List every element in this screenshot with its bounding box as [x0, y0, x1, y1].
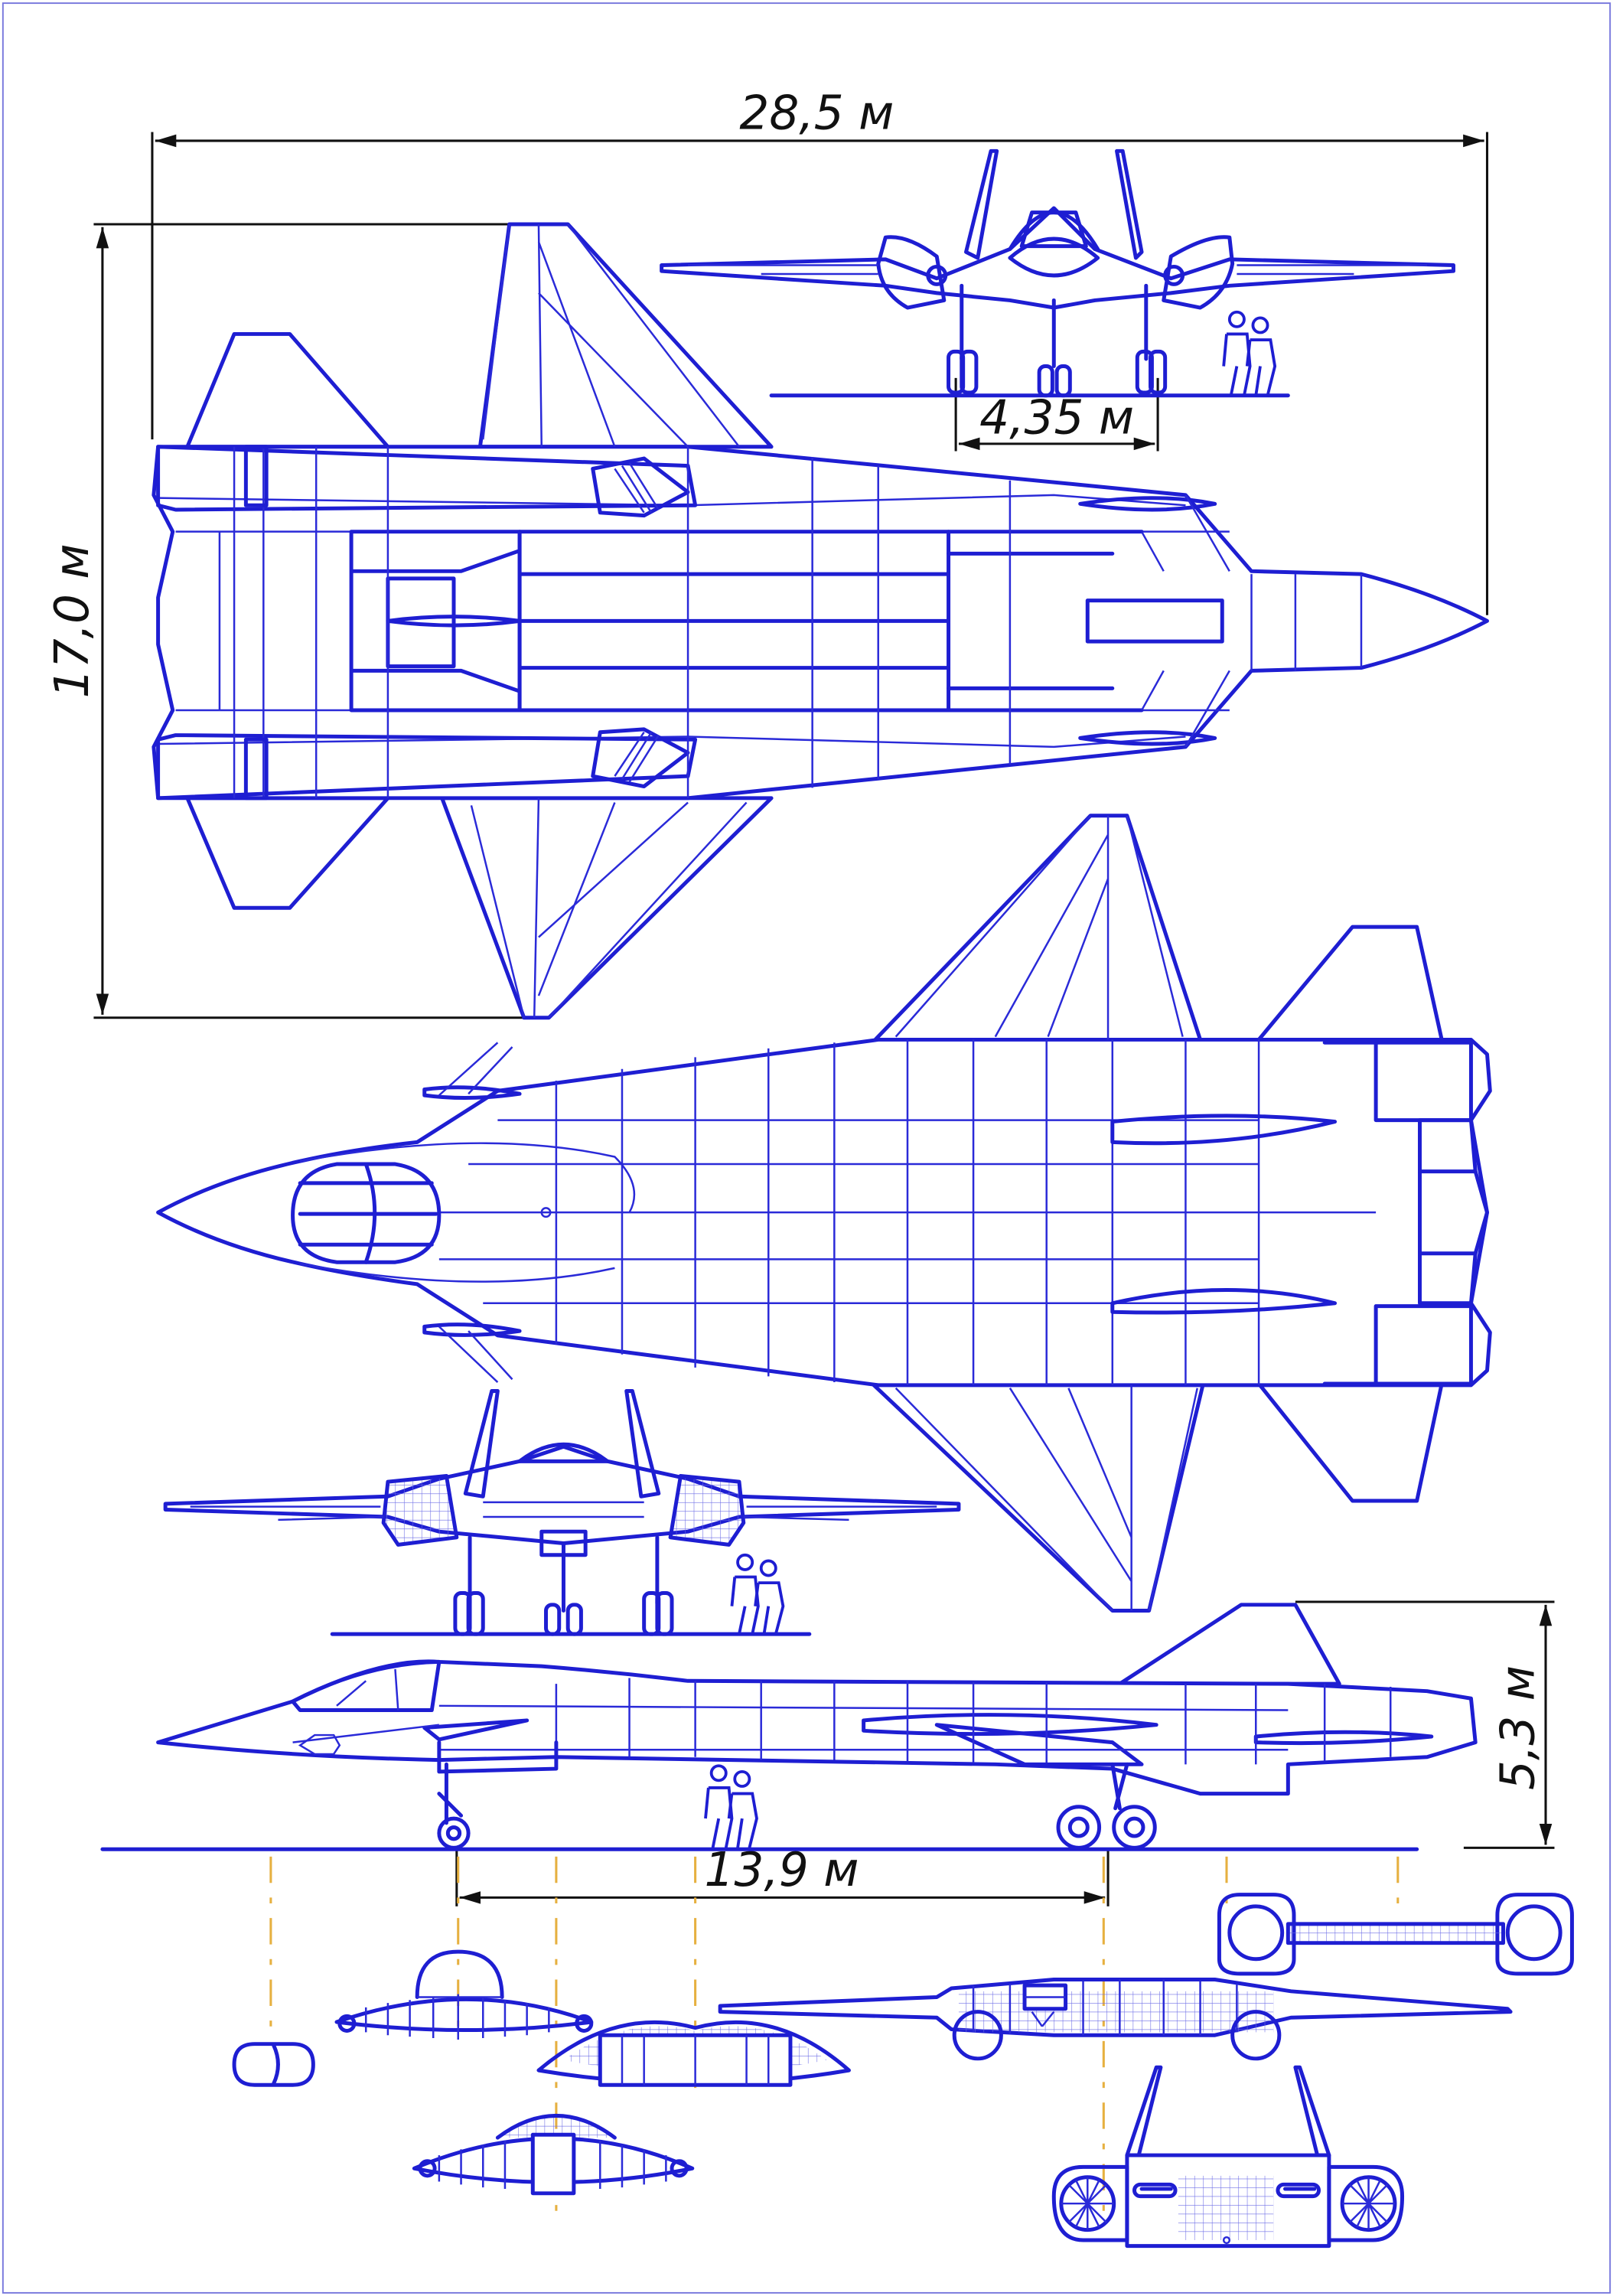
front-view-upper — [660, 148, 1455, 398]
plan-view-top — [152, 222, 1489, 1020]
length-dimension-label: 28,5 м — [739, 86, 894, 141]
section-tail — [1051, 2065, 1405, 2249]
dimension-lines — [93, 132, 1555, 1906]
section-nose — [232, 2042, 315, 2087]
plan-view-bottom — [156, 814, 1492, 1613]
span-dimension-label: 17,0 м — [45, 543, 99, 698]
front-view-lower — [163, 1389, 961, 1636]
section-wing-box — [718, 1978, 1513, 2061]
section-mid-fuselage — [536, 2020, 851, 2087]
side-view — [100, 1603, 1478, 1851]
wheelbase-dimension-label: 13,9 м — [705, 1843, 859, 1897]
section-bay — [412, 2113, 695, 2196]
track-dimension-label: 4,35 м — [979, 391, 1134, 445]
height-dimension-label: 5,3 м — [1491, 1665, 1546, 1790]
section-engine-intake — [1217, 1893, 1574, 1976]
section-cockpit — [334, 1949, 594, 2040]
